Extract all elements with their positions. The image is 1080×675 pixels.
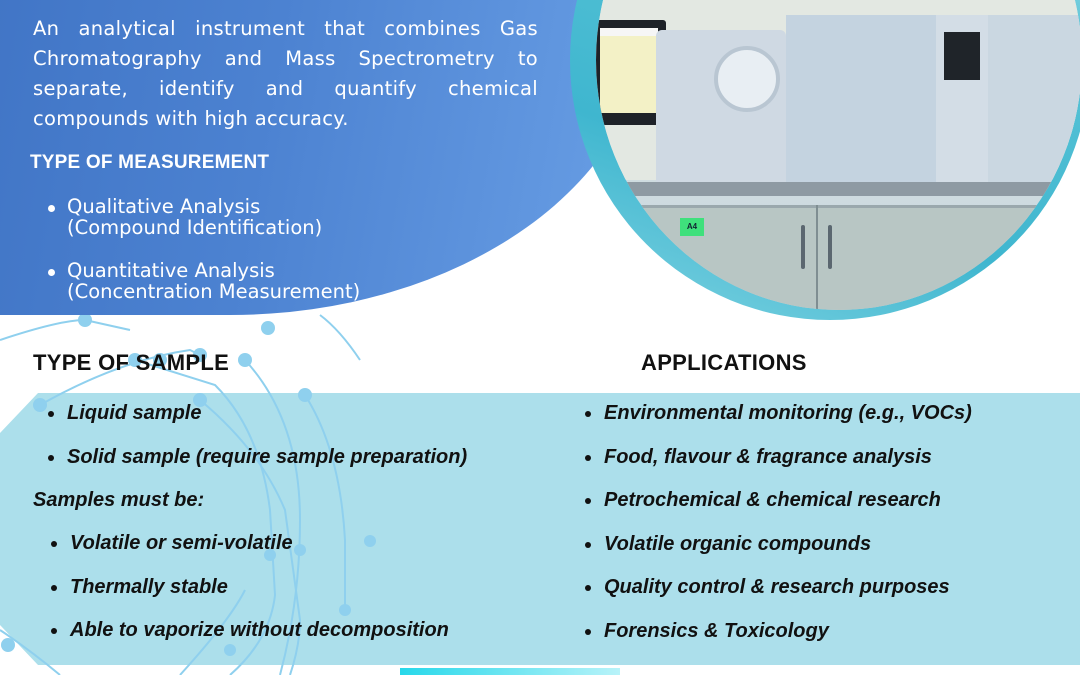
instrument-description: An analytical instrument that combines G… <box>33 17 538 130</box>
gc-display <box>944 32 980 80</box>
gc-oven-door <box>714 46 780 112</box>
cabinet-handle <box>801 225 805 269</box>
ms-detector-unit <box>988 15 1080 190</box>
applications-list: Environmental monitoring (e.g., VOCs) Fo… <box>583 392 972 653</box>
lab-cabinet <box>636 205 1056 310</box>
sample-type-item: Solid sample (require sample preparation… <box>46 436 467 480</box>
applications-title: APPLICATIONS <box>641 350 807 375</box>
application-item: Forensics & Toxicology <box>583 610 972 654</box>
sample-requirements-label: Samples must be: <box>33 489 205 511</box>
application-item: Volatile organic compounds <box>583 523 972 567</box>
lab-bench <box>596 182 1080 196</box>
measurement-label: Qualitative Analysis <box>67 195 261 218</box>
cabinet-divider <box>816 205 818 310</box>
sample-requirement-item: Able to vaporize without decomposition <box>49 609 449 653</box>
cabinet-tag: A4 <box>680 218 704 236</box>
computer-monitor <box>596 20 666 125</box>
cabinet-handle <box>828 225 832 269</box>
measurement-title: TYPE OF MEASUREMENT <box>30 152 270 173</box>
circuit-decoration <box>0 313 376 675</box>
application-item: Petrochemical & chemical research <box>583 479 972 523</box>
info-panel-rounded-edge <box>560 393 1080 665</box>
measurement-list: Qualitative Analysis (Compound Identific… <box>45 196 360 324</box>
measurement-detail: (Concentration Measurement) <box>67 280 361 303</box>
monitor-screen <box>600 28 658 113</box>
sample-requirement-item: Volatile or semi-volatile <box>49 522 449 566</box>
gc-oven-unit <box>786 15 936 190</box>
measurement-detail: (Compound Identification) <box>67 216 323 239</box>
measurement-item: Qualitative Analysis (Compound Identific… <box>45 196 360 238</box>
measurement-label: Quantitative Analysis <box>67 259 275 282</box>
sample-requirement-item: Thermally stable <box>49 566 449 610</box>
bottom-accent-bar <box>400 668 620 675</box>
sample-type-item: Liquid sample <box>46 392 467 436</box>
sample-type-list: Liquid sample Solid sample (require samp… <box>46 392 467 479</box>
application-item: Quality control & research purposes <box>583 566 972 610</box>
instrument-photo: A4 <box>596 0 1080 310</box>
sample-requirements-list: Volatile or semi-volatile Thermally stab… <box>49 522 449 653</box>
measurement-item: Quantitative Analysis (Concentration Mea… <box>45 260 360 302</box>
application-item: Environmental monitoring (e.g., VOCs) <box>583 392 972 436</box>
application-item: Food, flavour & fragrance analysis <box>583 436 972 480</box>
sample-title: TYPE OF SAMPLE <box>33 350 230 375</box>
